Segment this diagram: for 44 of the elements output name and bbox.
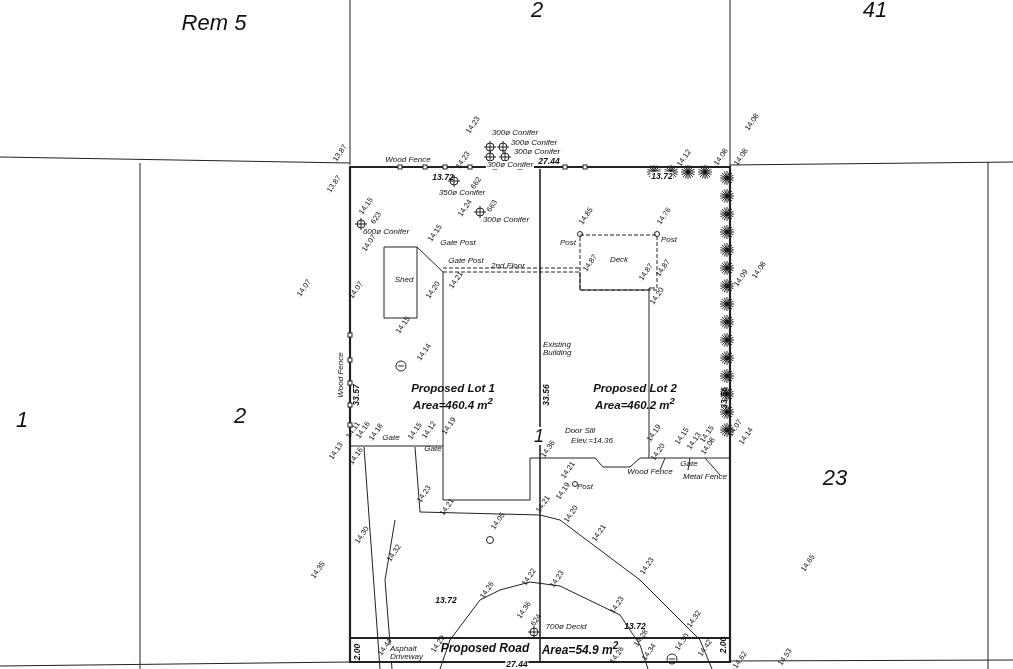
- plan-label: Post: [560, 239, 576, 247]
- dimension-label: 33.57: [351, 384, 361, 406]
- dimension-label: 13.72: [432, 172, 454, 182]
- plan-label: Gate: [382, 434, 400, 442]
- lot-label: Area=460.2 m$^{2}$: [595, 396, 675, 412]
- parcel-number: 41: [862, 0, 888, 21]
- plan-label: Post: [577, 483, 593, 491]
- dimension-label: 27.44: [538, 156, 560, 166]
- plan-label: Door Sill: [564, 427, 596, 435]
- parcel-number: Rem 5: [181, 12, 247, 34]
- plan-label: 2nd Floor: [491, 262, 525, 270]
- plan-label: 300ø Conifer: [510, 139, 558, 147]
- plan-label: Shed: [394, 276, 414, 284]
- plan-label: 300ø Conifer: [513, 148, 561, 156]
- plan-label: Elev.=14.36: [571, 437, 613, 445]
- plan-label: Metal Fence: [683, 473, 727, 481]
- plan-label: Existing Building: [543, 341, 573, 357]
- plan-label: Gate: [424, 445, 442, 453]
- dimension-label: 33.56: [541, 384, 551, 406]
- plan-label: Wood Fence: [385, 156, 431, 164]
- dimension-label: 2.00: [352, 643, 362, 661]
- plan-label: 300ø Conifer: [485, 161, 535, 169]
- plan-label: Post: [661, 236, 677, 244]
- plan-label: Gate Post: [440, 239, 476, 247]
- dimension-label: 27.44: [505, 659, 529, 669]
- parcel-number: 2: [233, 405, 247, 427]
- lot-label: Proposed Lot 2: [593, 383, 677, 395]
- parcel-number: 2: [530, 0, 544, 21]
- plan-label: Wood Fence: [337, 352, 345, 398]
- plan-label: 700ø Decid: [545, 623, 587, 631]
- plan-label: 350ø Conifer: [438, 189, 486, 197]
- plan-label: Gate Post: [448, 257, 484, 265]
- parcel-number: 1: [533, 427, 545, 445]
- plan-label: Deck: [609, 256, 629, 264]
- plan-label: Gate: [680, 460, 698, 468]
- plan-label: Wood Fence: [627, 468, 673, 476]
- parcel-number: 23: [822, 467, 848, 489]
- lot-label: Area=460.4 m$^{2}$: [413, 396, 493, 412]
- dimension-label: 13.72: [435, 595, 457, 605]
- plan-label: 300ø Conifer: [491, 129, 539, 137]
- parcel-number: 1: [15, 409, 29, 431]
- lot-label: Proposed Lot 1: [411, 383, 495, 395]
- plan-label: 300ø Conifer: [482, 216, 530, 224]
- dimension-label: 13.72: [650, 171, 674, 181]
